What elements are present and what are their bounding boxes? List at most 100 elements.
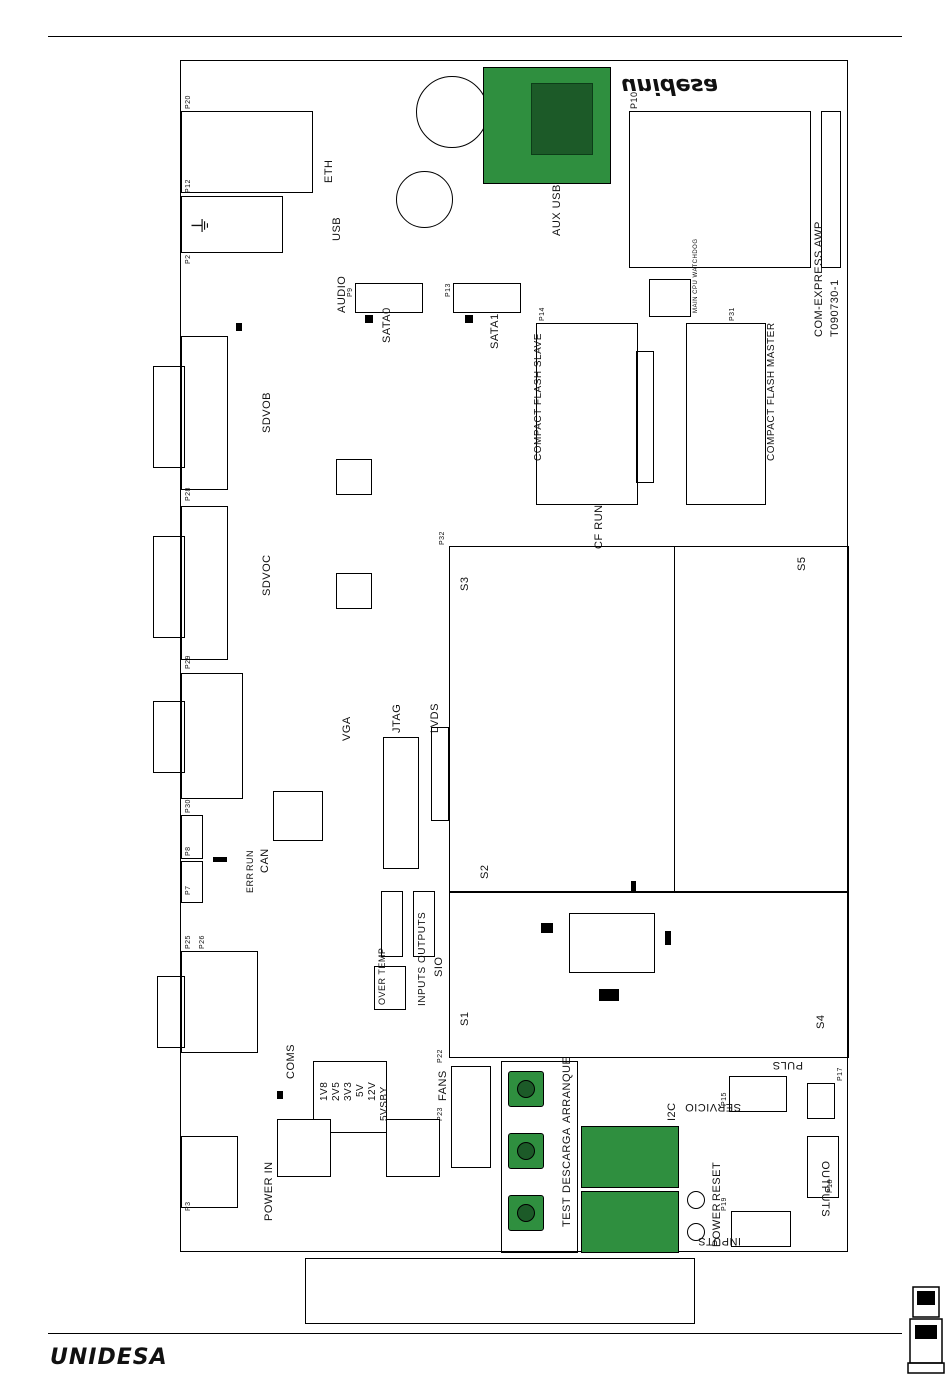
- label-model: COM-EXPRESS AWP: [813, 221, 825, 337]
- label-puls: PULS: [772, 1059, 803, 1071]
- capacitor-medium: [396, 171, 453, 228]
- can-led-green: [213, 857, 227, 862]
- section-frame-s1: [449, 891, 849, 1058]
- ic-sdvob: [336, 459, 372, 495]
- label-s3: S3: [459, 576, 471, 591]
- button-panel-outline: [501, 1061, 578, 1253]
- label-i2c: I2C: [666, 1102, 678, 1121]
- label-1v8: 1V8: [319, 1081, 330, 1101]
- label-p13: P9: [347, 287, 354, 297]
- puls-connector: [807, 1083, 835, 1119]
- label-5v: 5V: [355, 1083, 366, 1097]
- label-s1: S1: [459, 1011, 471, 1026]
- label-p21: P32: [439, 531, 446, 545]
- label-12v: 12V: [367, 1081, 378, 1101]
- power-regulator-1: [277, 1119, 331, 1177]
- label-sata0: SATA0: [381, 307, 393, 343]
- label-p32: P31: [729, 307, 736, 321]
- servicio-connector: [729, 1076, 787, 1112]
- sata0-led: [365, 315, 373, 323]
- top-rule: [48, 36, 902, 37]
- label-err: ERR: [245, 872, 255, 893]
- ic-vga-main: [273, 791, 323, 841]
- sdvob-connector: [181, 336, 228, 490]
- ic-center: [569, 913, 655, 973]
- label-watchdog: MAIN CPU WATCHDOG: [693, 238, 699, 314]
- green-led-6: [277, 1091, 283, 1099]
- label-p18: P18: [827, 1179, 834, 1193]
- caption-box: [305, 1258, 695, 1324]
- compact-flash-slave-slot: [536, 323, 638, 505]
- dip-switch-bank-2[interactable]: [581, 1191, 679, 1253]
- ic-sdvoc: [336, 573, 372, 609]
- label-p30: P30: [185, 799, 192, 813]
- label-fans: FANS: [437, 1070, 449, 1101]
- label-p19: P19: [721, 1197, 728, 1211]
- label-s4: S4: [815, 1014, 827, 1029]
- lvds-header: [431, 727, 449, 821]
- usb-connector: [181, 196, 283, 253]
- slot-machine-icon: [907, 1286, 945, 1374]
- label-p28: P28: [185, 487, 192, 501]
- voltage-table: [313, 1061, 387, 1133]
- coms-connector: [181, 951, 258, 1053]
- green-led-3: [599, 989, 619, 1001]
- compact-flash-center: [636, 351, 654, 483]
- arranque-button[interactable]: [508, 1071, 544, 1107]
- label-p20: P20: [185, 95, 192, 109]
- green-led-2: [541, 923, 553, 933]
- test-button[interactable]: [508, 1195, 544, 1231]
- sata1-led: [465, 315, 473, 323]
- label-can: CAN: [259, 848, 271, 873]
- bottom-rule: [48, 1333, 902, 1334]
- capacitor-large: [416, 76, 488, 148]
- label-p3: P3: [185, 1201, 192, 1211]
- label-p26: P26: [199, 935, 206, 949]
- label-p7: P7: [185, 885, 192, 895]
- com-express-module-outline: [629, 111, 811, 268]
- reset-button[interactable]: [687, 1191, 705, 1209]
- section-frame-s2: [449, 546, 675, 893]
- label-power-in: POWER IN: [263, 1161, 275, 1221]
- label-eth: ETH: [323, 159, 335, 184]
- label-run: RUN: [245, 850, 255, 871]
- vga-connector: [181, 673, 243, 799]
- label-p17: P17: [837, 1067, 844, 1081]
- outputs-connector: [807, 1136, 839, 1198]
- sio-header-2: [413, 891, 435, 957]
- label-usb: USB: [331, 216, 343, 241]
- label-s2: S2: [479, 864, 491, 879]
- label-cf-run: CF RUN: [593, 504, 605, 549]
- power-in-connector: [181, 1136, 238, 1208]
- footer-logo: UNIDESA: [50, 1345, 168, 1370]
- descarga-button[interactable]: [508, 1133, 544, 1169]
- label-s5: S5: [796, 556, 808, 571]
- power-button[interactable]: [687, 1223, 705, 1241]
- label-p14: P13: [445, 283, 452, 297]
- sio-header-1: [381, 891, 403, 957]
- label-vga: VGA: [341, 716, 353, 741]
- eth-connector: [181, 111, 313, 193]
- label-p31: P14: [539, 307, 546, 321]
- label-sata1: SATA1: [489, 313, 501, 349]
- label-5vsby: 5VSBY: [379, 1086, 390, 1121]
- label-jtag: JTAG: [391, 703, 403, 733]
- label-p15: P15: [721, 1092, 728, 1106]
- sdvob-housing: [153, 366, 185, 468]
- usb-symbol-icon: ⏚: [190, 215, 213, 236]
- label-servicio: SERVICIO: [684, 1101, 741, 1113]
- label-p29: P29: [185, 655, 192, 669]
- watchdog-jumpers: [649, 279, 691, 317]
- sata1-connector: [453, 283, 521, 313]
- sata0-connector: [355, 283, 423, 313]
- pcb-layout-diagram: ⏚ P20 P12 P2 ETH USB AUDIO P9 AUX USB un…: [153, 60, 849, 1253]
- label-p22: P22: [437, 1049, 444, 1063]
- can-connector: [181, 815, 203, 859]
- fans-connector: [451, 1066, 491, 1168]
- dip-switch-bank-1[interactable]: [581, 1126, 679, 1188]
- label-aux-usb: AUX USB: [551, 184, 563, 236]
- sdvoc-housing: [153, 536, 185, 638]
- label-coms: COMS: [285, 1044, 297, 1079]
- green-led-4: [631, 881, 636, 893]
- label-sdvob: SDVOB: [261, 391, 273, 433]
